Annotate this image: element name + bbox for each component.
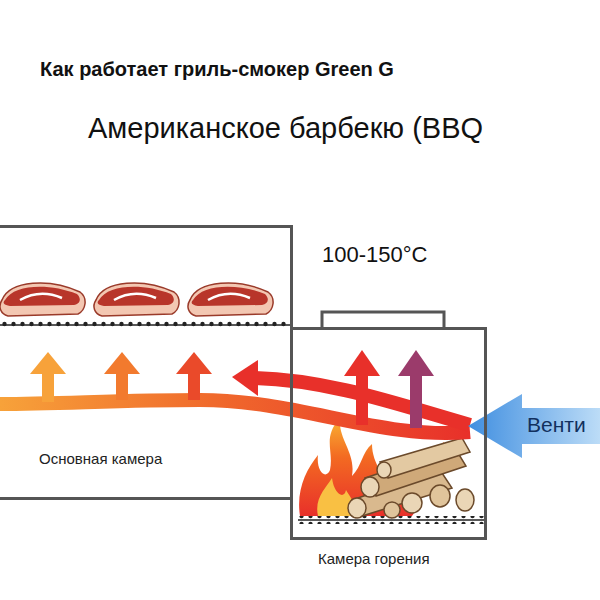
- chamber-label: Камера горения: [318, 550, 430, 567]
- steaks: [0, 283, 273, 316]
- grill-grate: [0, 321, 293, 329]
- title: Как работает гриль-смокер Green G: [40, 58, 394, 81]
- chamber-label: Основная камера: [39, 450, 162, 467]
- firewood: [348, 438, 474, 518]
- subtitle: Американское барбекю (BBQ: [88, 112, 483, 145]
- combustion-chamber: Камера горения: [290, 327, 487, 540]
- temperature: 100-150°C: [322, 242, 427, 268]
- vent-label: Венти: [527, 413, 586, 437]
- heat-flow-arrows: [0, 350, 600, 458]
- vent-arrow: [468, 394, 600, 458]
- main-chamber: Основная камера: [0, 225, 293, 500]
